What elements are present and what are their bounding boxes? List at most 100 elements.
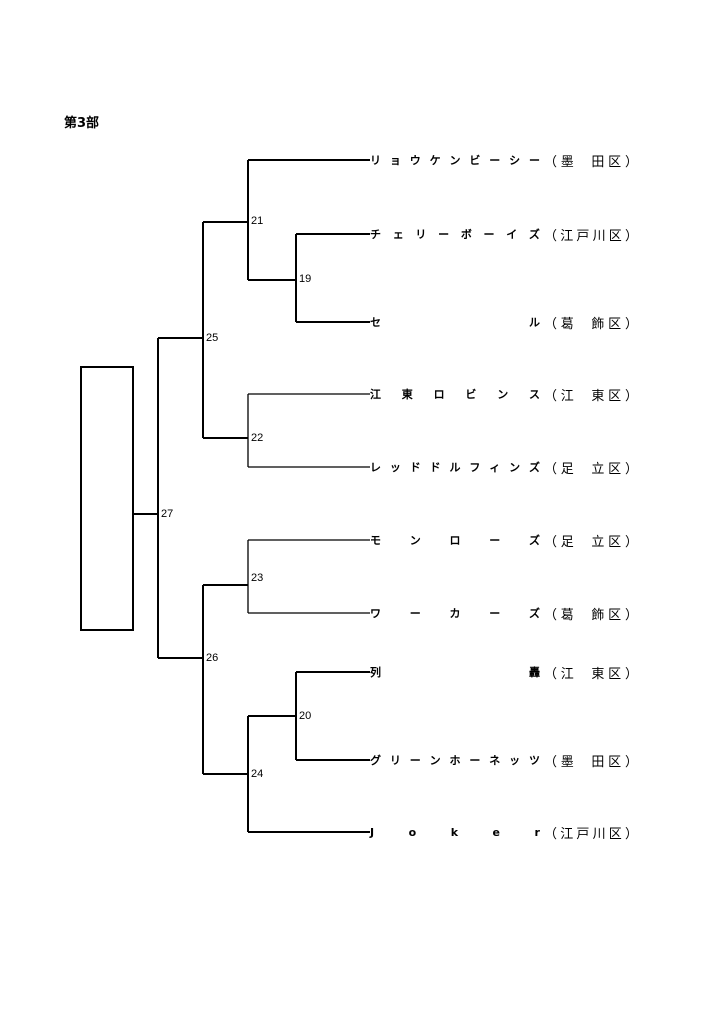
- district-char: [578, 663, 588, 682]
- district-char: [578, 385, 588, 404]
- team-entry: チェリーボーイズ（江戸川区）: [370, 225, 638, 244]
- team-entry: 列轟（江東区）: [370, 663, 638, 682]
- district-char: （: [544, 534, 558, 550]
- team-name: 列轟: [370, 664, 540, 680]
- team-name-char: ル: [529, 316, 540, 329]
- district-char: 江: [560, 666, 574, 682]
- district-char: ）: [624, 826, 638, 842]
- bracket-line-22: [247, 393, 370, 468]
- team-name-char: ン: [409, 534, 421, 547]
- team-name-char: ズ: [529, 534, 540, 547]
- team-name: グリーンホーネッツ: [370, 752, 540, 768]
- district-char: [578, 751, 588, 770]
- team-name-char: ン: [449, 154, 461, 167]
- district-char: 区: [608, 461, 622, 477]
- district-char: 区: [608, 228, 622, 244]
- team-name-char: o: [408, 825, 417, 839]
- team-entry: 江東ロビンス（江東区）: [370, 385, 638, 404]
- district-char: （: [544, 228, 558, 244]
- team-name-char: ッ: [389, 461, 401, 474]
- match-number-26: 26: [206, 652, 219, 664]
- match-number-27: 27: [161, 508, 174, 520]
- district-char: 飾: [591, 607, 605, 623]
- team-name-char: フ: [469, 461, 481, 474]
- district-char: 江: [560, 228, 574, 244]
- district-char: 区: [608, 754, 622, 770]
- team-name-char: 轟: [529, 666, 540, 679]
- district-char: 葛: [560, 316, 574, 332]
- team-name-char: ロ: [449, 534, 461, 547]
- district-char: 区: [608, 316, 622, 332]
- team-name-char: ー: [469, 754, 481, 767]
- district-char: 区: [608, 534, 622, 550]
- winner-box: [80, 366, 134, 631]
- team-name-char: 東: [401, 388, 413, 401]
- team-name-char: ズ: [529, 461, 540, 474]
- team-name-char: k: [450, 825, 459, 839]
- team-name-char: 列: [370, 666, 381, 679]
- team-name-char: ボ: [460, 228, 472, 241]
- district-char: 区: [608, 154, 622, 170]
- district-char: 飾: [591, 316, 605, 332]
- team-name-char: イ: [506, 228, 518, 241]
- team-name-char: r: [534, 825, 540, 839]
- district-char: [578, 313, 588, 332]
- district-char: （: [544, 388, 558, 404]
- match-number-23: 23: [251, 572, 264, 584]
- district-char: ）: [624, 534, 638, 550]
- district-char: 葛: [560, 607, 574, 623]
- bracket-line-23: [247, 539, 370, 614]
- team-name-char: ー: [438, 228, 450, 241]
- team-name-char: ー: [409, 607, 421, 620]
- match-number-21: 21: [251, 215, 264, 227]
- district-char: 区: [608, 607, 622, 623]
- team-name-char: J: [370, 825, 375, 839]
- district-char: 田: [591, 154, 605, 170]
- team-name-char: ィ: [489, 461, 501, 474]
- district-char: 足: [560, 534, 574, 550]
- team-name-char: リ: [415, 228, 427, 241]
- team-entry: ワーカーズ（葛飾区）: [370, 605, 638, 623]
- team-name-char: ー: [489, 607, 501, 620]
- team-district: （江戸川区）: [544, 225, 638, 244]
- bracket-line-final: [133, 337, 203, 659]
- district-char: （: [544, 666, 558, 682]
- district-char: [578, 151, 588, 170]
- team-district: （足立区）: [544, 458, 638, 477]
- district-char: 江: [560, 388, 574, 404]
- team-name-char: ー: [483, 228, 495, 241]
- team-name-char: シ: [509, 154, 521, 167]
- match-number-22: 22: [251, 432, 264, 444]
- match-number-25: 25: [206, 332, 219, 344]
- team-name-char: ワ: [370, 607, 381, 620]
- bracket-line-25: [202, 221, 248, 439]
- team-name-char: ズ: [528, 228, 540, 241]
- match-number-24: 24: [251, 768, 264, 780]
- team-name: チェリーボーイズ: [370, 226, 540, 242]
- team-name: レッドドルフィンズ: [370, 459, 540, 475]
- district-char: ）: [624, 754, 638, 770]
- bracket-line-26: [202, 584, 248, 775]
- team-name-char: ズ: [529, 607, 540, 620]
- match-number-19: 19: [299, 273, 312, 285]
- team-name-char: ー: [409, 754, 421, 767]
- team-name-char: セ: [370, 316, 381, 329]
- team-district: （墨田区）: [544, 151, 638, 170]
- district-char: ）: [624, 228, 638, 244]
- district-char: [578, 531, 588, 550]
- team-name-char: モ: [370, 534, 381, 547]
- team-entry: リョウケンビーシー（墨田区）: [370, 151, 638, 170]
- team-name-char: ケ: [429, 154, 441, 167]
- district-char: 江: [560, 826, 574, 842]
- team-district: （江東区）: [544, 663, 638, 682]
- district-char: [578, 458, 588, 477]
- bracket-line-19: [295, 233, 370, 323]
- team-name-char: レ: [370, 461, 381, 474]
- team-name-char: リ: [389, 754, 401, 767]
- team-district: （葛飾区）: [544, 313, 638, 332]
- team-name-char: チ: [370, 228, 381, 241]
- district-char: （: [544, 826, 558, 842]
